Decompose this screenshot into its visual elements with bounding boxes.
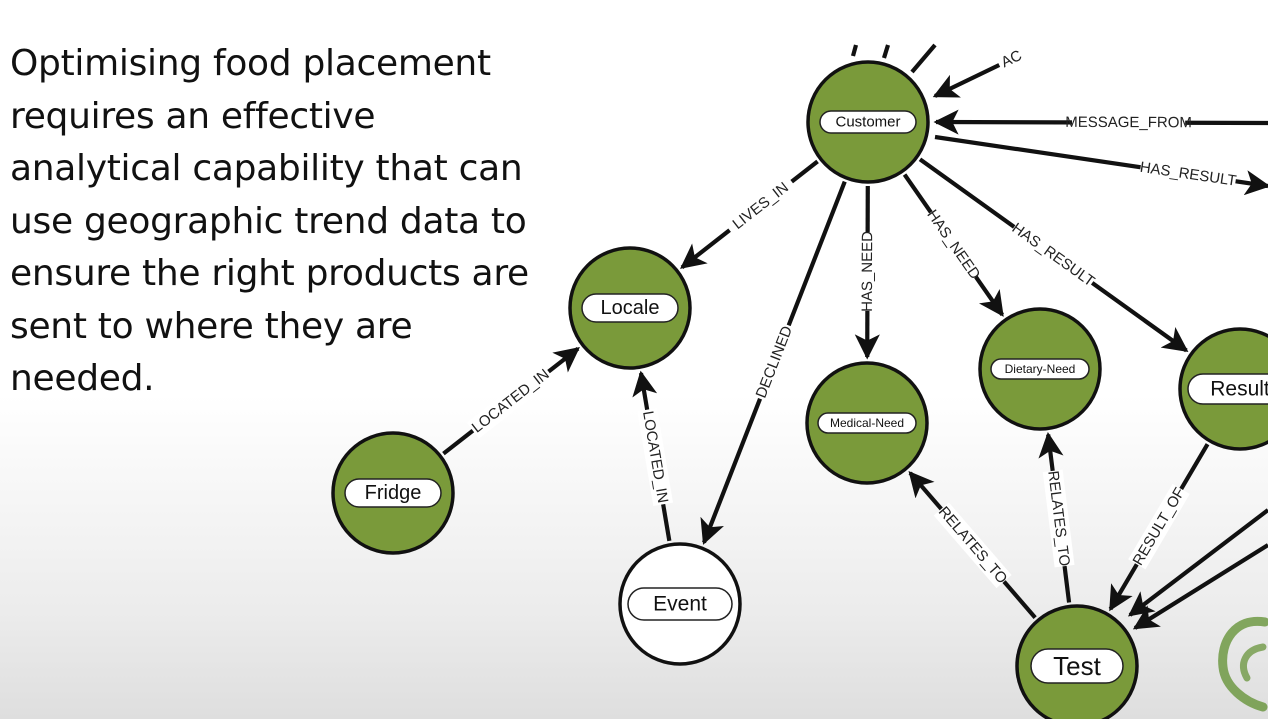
- edge-located-in: LOCATED_IN: [632, 370, 674, 542]
- edge-label: LIVES_IN: [729, 179, 791, 233]
- node-fridge[interactable]: Fridge: [331, 431, 455, 555]
- node-label: Dietary-Need: [1005, 362, 1076, 376]
- edge-message-from: MESSAGE_FROM: [933, 109, 1268, 135]
- edge-has-need: HAS_NEED: [854, 185, 880, 360]
- edge-stub: [910, 43, 937, 74]
- node-event[interactable]: Event: [618, 542, 742, 666]
- node-label: Locale: [601, 297, 660, 319]
- edge-label: RESULT_OF: [1130, 485, 1189, 569]
- edge-relates-to: RELATES_TO: [1038, 431, 1075, 603]
- edge-label-bg: [922, 206, 985, 283]
- node-test[interactable]: Test: [1015, 604, 1139, 719]
- edge-declined: DECLINED: [700, 180, 847, 545]
- edge-label-bg: [1128, 483, 1190, 570]
- edge-label-bg: [1042, 469, 1075, 568]
- node-label: Event: [653, 593, 707, 616]
- edge-has-result: HAS_RESULT: [934, 134, 1268, 196]
- node-result[interactable]: Result: [1178, 327, 1268, 451]
- node-label: Fridge: [365, 482, 422, 504]
- edge-label: RELATES_TO: [935, 503, 1011, 587]
- edge-has-need: HAS_NEED: [902, 173, 1005, 317]
- node-pill: [1187, 373, 1268, 405]
- node-medical-need[interactable]: Medical-Need: [805, 361, 929, 485]
- edge-located-in: LOCATED_IN: [442, 346, 580, 456]
- edge-relates-to: RELATES_TO: [908, 471, 1037, 619]
- edge-ac: AC: [932, 44, 1029, 98]
- node-pill: [1030, 648, 1124, 684]
- edge-result-of: RESULT_OF: [1108, 443, 1210, 612]
- node-pill: [344, 478, 442, 508]
- edge-label-bg: [1008, 218, 1099, 292]
- edge-label-bg: [723, 173, 798, 239]
- node-pill: [581, 293, 679, 323]
- edge-label: LOCATED_IN: [469, 366, 553, 437]
- edge-label: MESSAGE_FROM: [1065, 114, 1192, 131]
- edge-label: HAS_NEED: [859, 231, 876, 312]
- node-locale[interactable]: Locale: [568, 246, 692, 370]
- node-label: Test: [1053, 651, 1101, 681]
- edge-label: HAS_RESULT: [1139, 159, 1238, 190]
- edge-label-bg: [1071, 112, 1186, 133]
- node-label: Result: [1210, 378, 1268, 401]
- edge-label-bg: [466, 363, 555, 439]
- node-label: Medical-Need: [830, 416, 904, 430]
- edge-stub: [881, 44, 891, 59]
- node-pill: [819, 110, 917, 134]
- edge-label: LOCATED_IN: [639, 410, 671, 505]
- edge-label-bg: [994, 44, 1029, 75]
- node-pill: [990, 358, 1090, 380]
- node-customer[interactable]: Customer: [806, 60, 930, 184]
- leaf-logo-icon: [1218, 616, 1268, 712]
- edge-stub: [850, 44, 859, 57]
- edge-label-bg: [1139, 157, 1238, 192]
- edge-label: HAS_RESULT: [1009, 220, 1098, 291]
- edge-offscreen: [1127, 508, 1268, 617]
- edge-lives-in: LIVES_IN: [680, 159, 819, 270]
- node-label: Customer: [835, 114, 900, 131]
- edge-label-bg: [750, 321, 798, 403]
- edge-label-bg: [933, 502, 1012, 589]
- edge-label: HAS_NEED: [923, 207, 983, 283]
- intro-text: Optimising food placement requires an ef…: [10, 43, 529, 399]
- node-pill: [627, 587, 733, 621]
- edge-label-bg: [637, 407, 674, 506]
- edge-offscreen: [1132, 543, 1268, 630]
- node-dietary-need[interactable]: Dietary-Need: [978, 307, 1102, 431]
- node-pill: [817, 412, 917, 434]
- edge-label-bg: [857, 232, 878, 311]
